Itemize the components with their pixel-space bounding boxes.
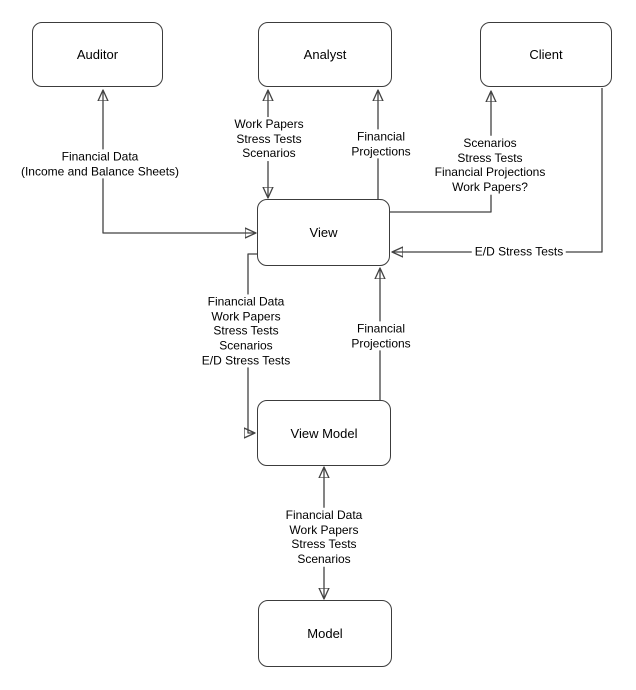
node-view: View: [257, 199, 390, 266]
edge-label-scenarios-client: Scenarios Stress Tests Financial Project…: [431, 135, 549, 195]
node-analyst: Analyst: [258, 22, 392, 87]
edge-label-financial-data-model: Financial Data Work Papers Stress Tests …: [282, 507, 366, 567]
edge-client-view-ed-stress-tests: [393, 88, 603, 252]
node-view-label: View: [309, 225, 338, 240]
edge-label-workpapers-stress-scenarios: Work Papers Stress Tests Scenarios: [231, 117, 307, 161]
edge-label-financial-data-sheets: Financial Data (Income and Balance Sheet…: [17, 149, 183, 179]
node-model-label: Model: [307, 626, 343, 641]
node-client: Client: [480, 22, 612, 87]
edge-view-client: [390, 92, 491, 213]
node-model: Model: [258, 600, 392, 667]
node-client-label: Client: [529, 47, 563, 62]
edge-label-financial-projections-top: Financial Projections: [348, 129, 414, 159]
edge-label-financial-data-viewmodel: Financial Data Work Papers Stress Tests …: [198, 294, 294, 368]
edge-label-financial-projections-bottom: Financial Projections: [348, 321, 414, 351]
node-view-model: View Model: [257, 400, 391, 466]
node-analyst-label: Analyst: [303, 47, 347, 62]
edge-label-ed-stress-tests: E/D Stress Tests: [471, 244, 567, 260]
node-auditor-label: Auditor: [76, 47, 119, 62]
node-auditor: Auditor: [32, 22, 163, 87]
node-view-model-label: View Model: [290, 425, 358, 441]
edge-view-auditor: [103, 91, 255, 233]
